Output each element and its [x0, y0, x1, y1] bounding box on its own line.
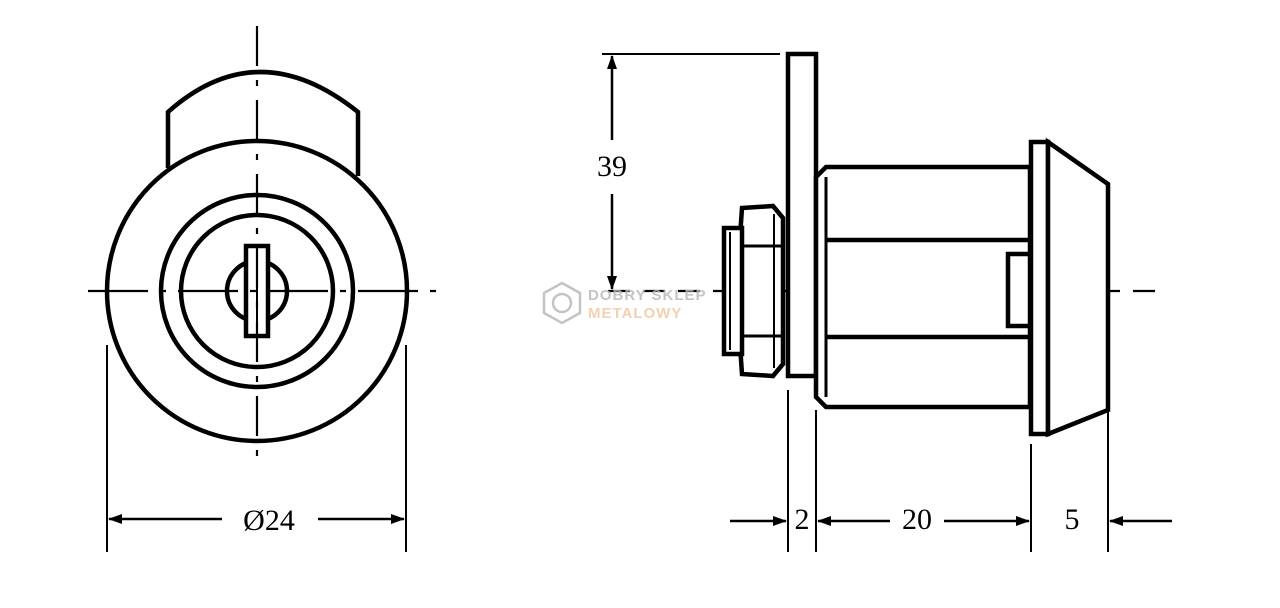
- watermark-line1: DOBRY SKLEP: [588, 287, 707, 304]
- length-dimensions: [730, 390, 1172, 552]
- cap-head: [1045, 137, 1111, 438]
- body-length-label: 20: [902, 503, 932, 536]
- watermark-line2: METALOWY: [588, 305, 682, 322]
- cap-label: 5: [1065, 503, 1080, 536]
- cap-collar: [1028, 139, 1051, 437]
- washer: [721, 225, 745, 357]
- cylinder-body: [813, 164, 1033, 410]
- height-dimension: [602, 53, 780, 290]
- height-label: 39: [597, 150, 627, 183]
- watermark-logo-icon: [542, 281, 582, 325]
- flange-label: 2: [795, 503, 810, 536]
- hex-nut: [737, 203, 786, 379]
- inner-pin: [1005, 251, 1033, 329]
- side-view: [608, 51, 1168, 438]
- front-view: [88, 26, 444, 552]
- diameter-label: Ø24: [243, 504, 295, 537]
- flange-plate: [785, 51, 819, 379]
- watermark: DOBRY SKLEP METALOWY: [542, 281, 707, 325]
